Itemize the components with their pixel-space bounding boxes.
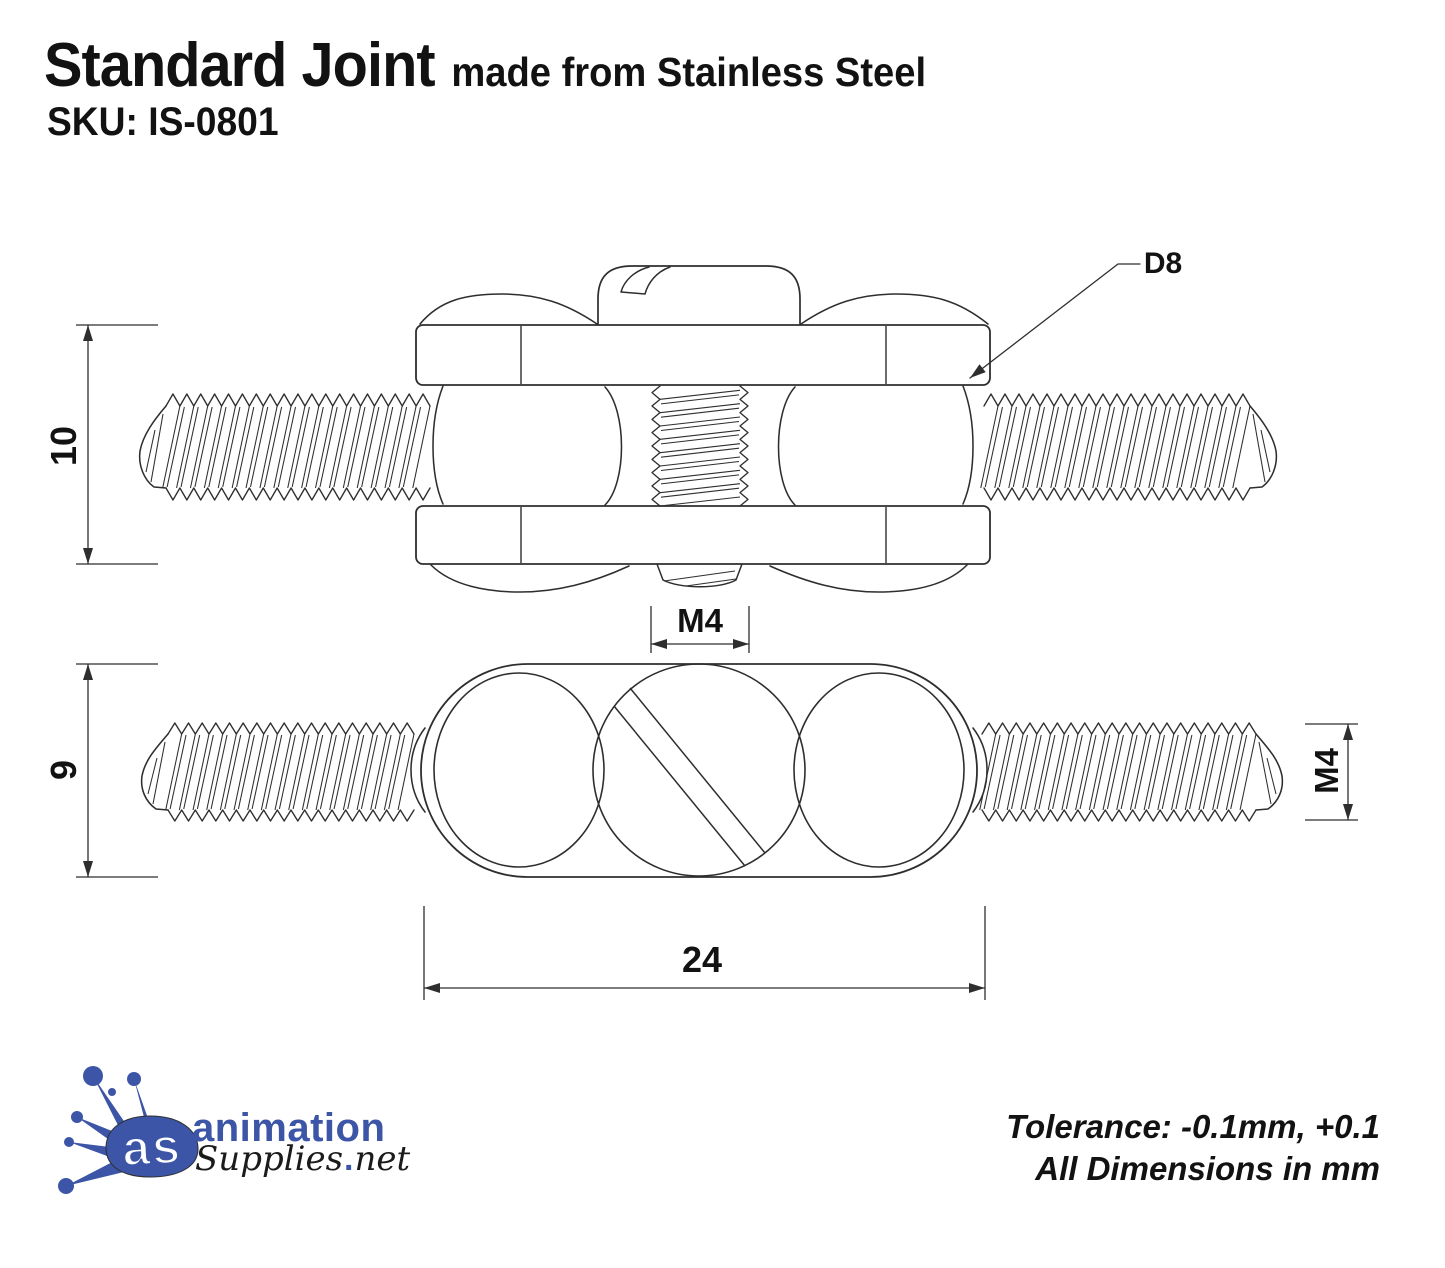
sku-label: SKU: IS-0801 (47, 100, 279, 144)
logo-supplies-text: Supplies.net (195, 1139, 410, 1179)
logo-word-net: net (354, 1139, 411, 1179)
side-view (138, 265, 1278, 593)
plan-view (140, 663, 1284, 878)
tolerance-note: Tolerance: -0.1mm, +0.1 All Dimensions i… (1006, 1106, 1380, 1190)
dimension-lines (76, 263, 1358, 1000)
dim-label-m4-top: M4 (677, 602, 723, 639)
subtitle-text: made from Stainless Steel (451, 49, 927, 95)
dim-label-m4-right: M4 (1308, 748, 1345, 794)
dim-label-24: 24 (681, 939, 723, 980)
title-text: Standard Joint (44, 31, 436, 100)
dim-label-10: 10 (43, 425, 84, 467)
tolerance-line2: All Dimensions in mm (1035, 1150, 1380, 1188)
logo-as-mark: as (120, 1116, 185, 1177)
logo-dot: . (344, 1140, 354, 1178)
page-title: Standard Joint made from Stainless Steel (44, 30, 926, 101)
logo-splat (58, 1066, 199, 1194)
logo-animation-text: animation (192, 1106, 386, 1150)
dim-label-d8: D8 (1143, 247, 1183, 280)
tolerance-line1: Tolerance: -0.1mm, +0.1 (1006, 1108, 1380, 1145)
dim-label-9: 9 (43, 759, 84, 781)
logo-word-supplies: Supplies (195, 1139, 344, 1179)
